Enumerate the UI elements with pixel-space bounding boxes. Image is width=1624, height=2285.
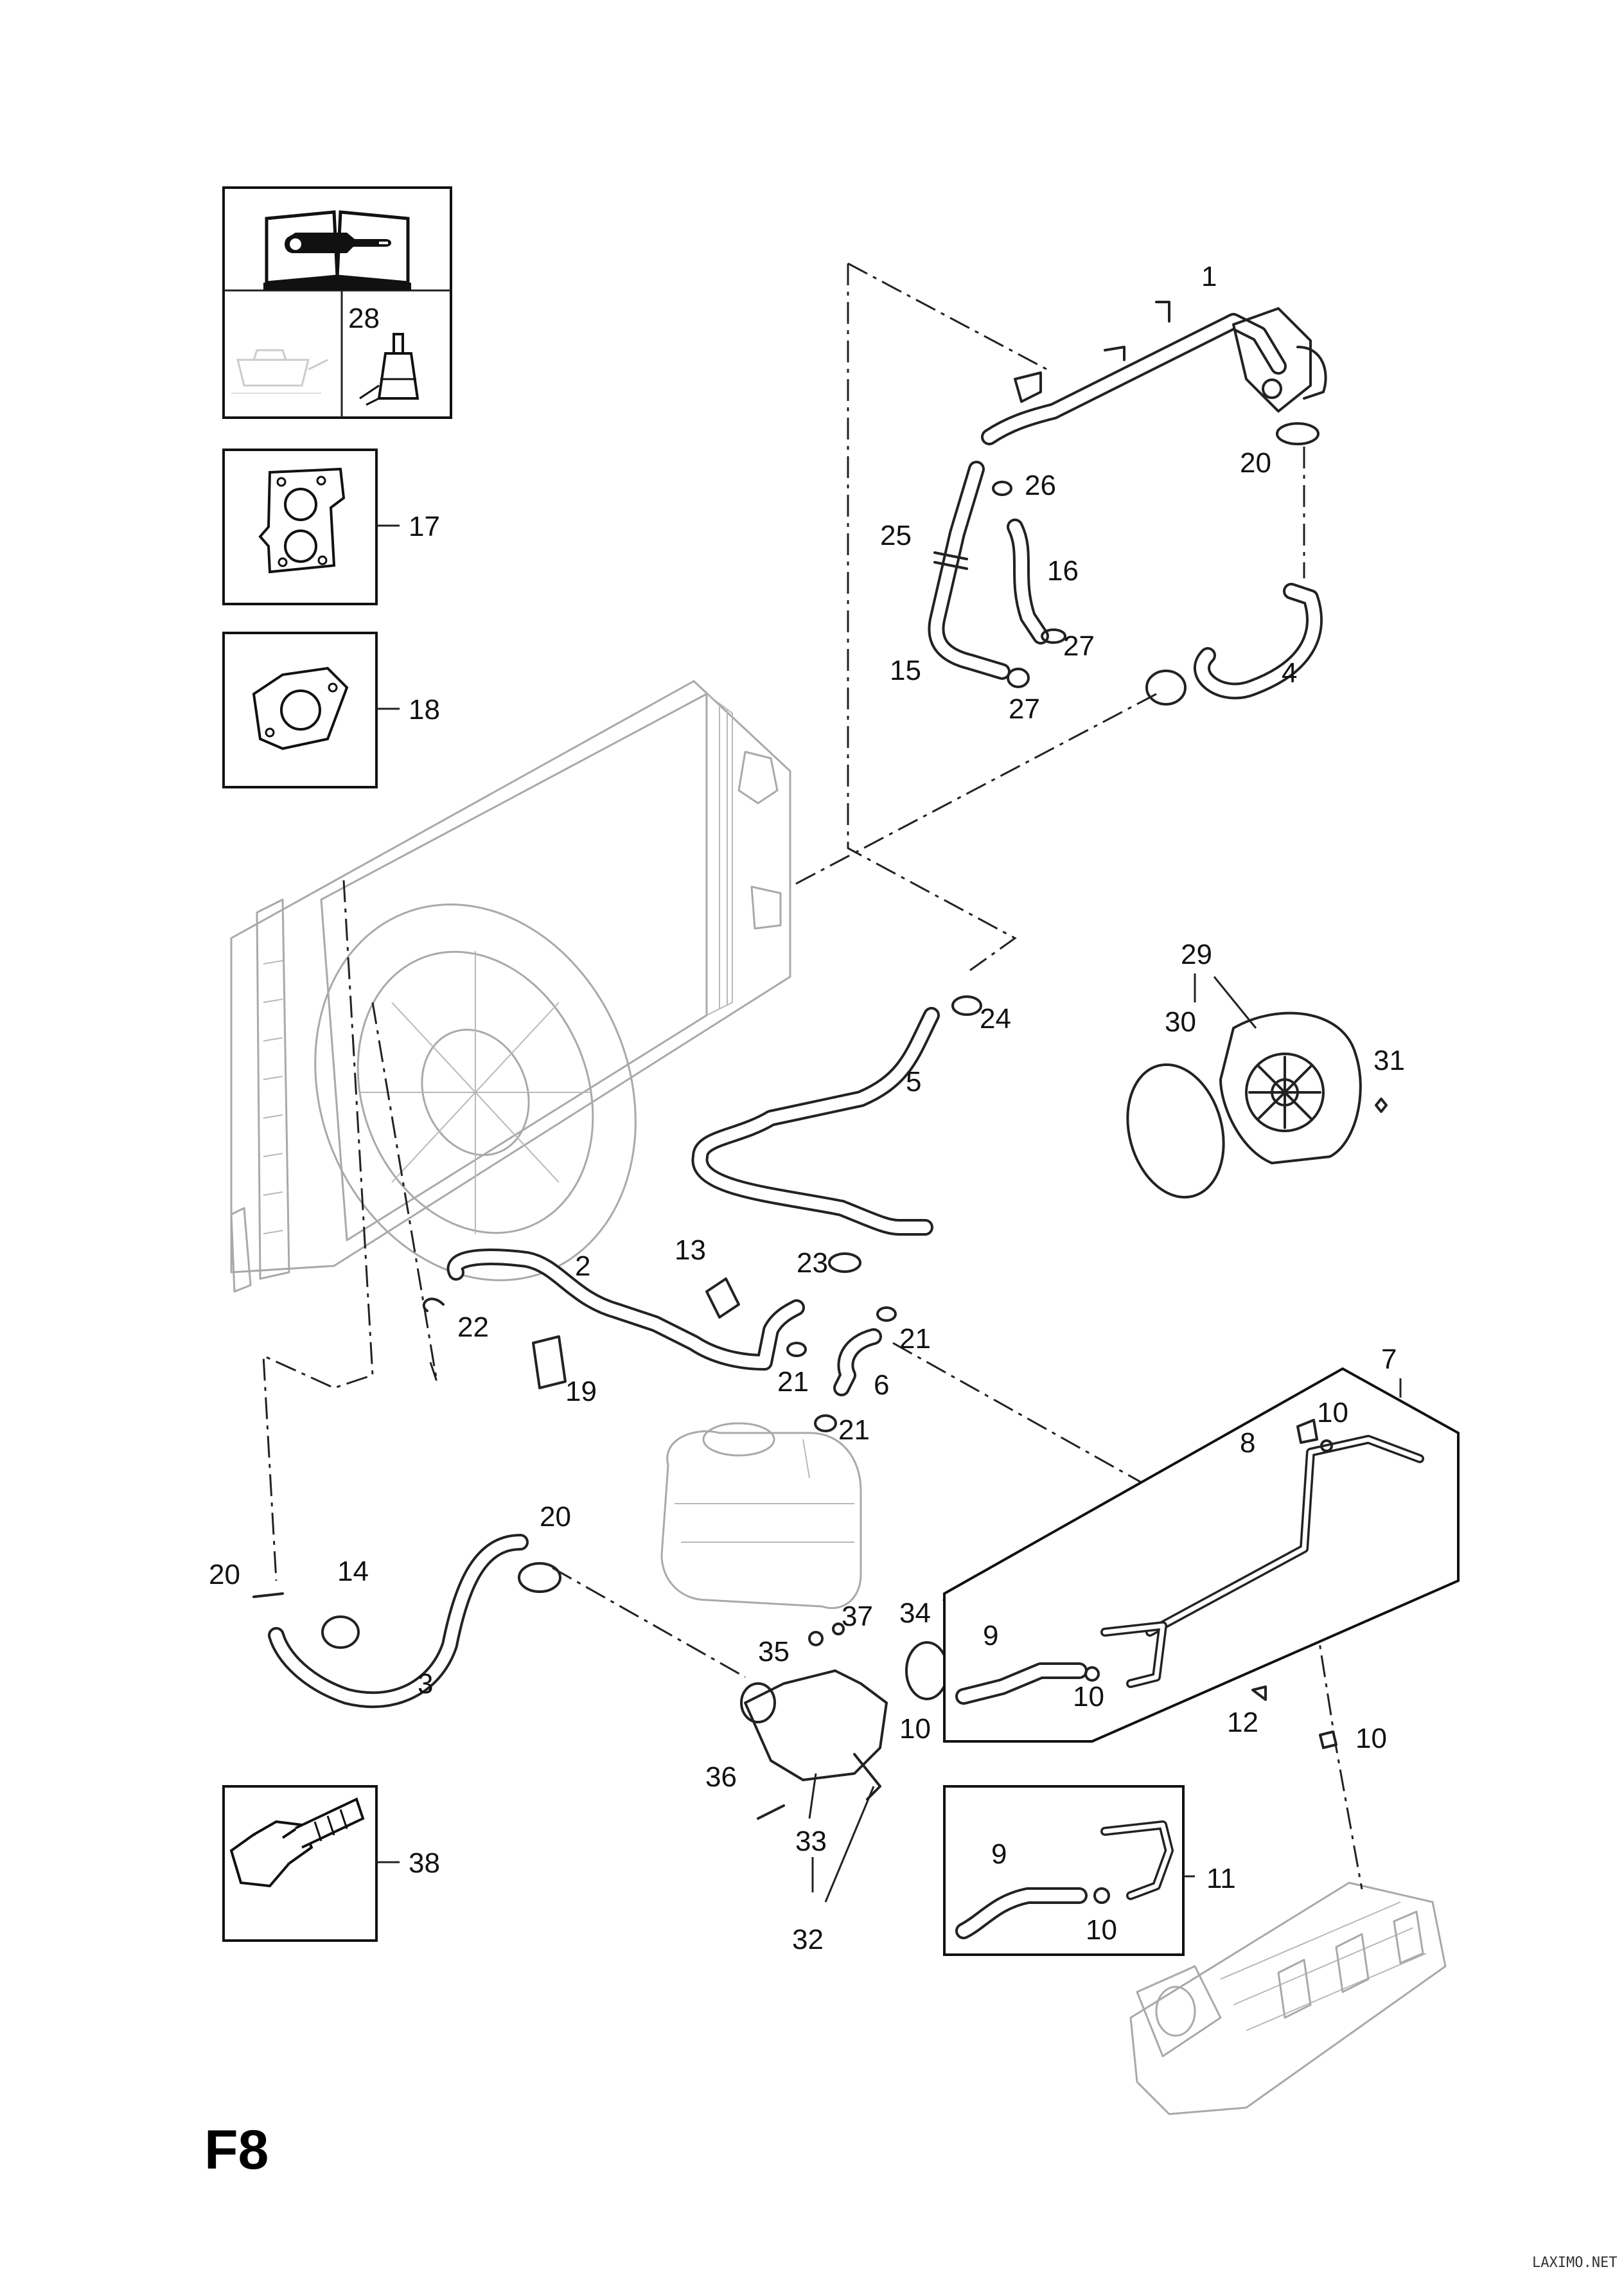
hose-2 bbox=[446, 1249, 805, 1371]
coolant-expansion-tank bbox=[660, 1422, 862, 1610]
callout-3: 3 bbox=[418, 1668, 433, 1700]
thermostat-housing bbox=[740, 1623, 949, 1903]
reference-box-gasket-18: 18 bbox=[222, 632, 440, 788]
water-pump bbox=[1126, 974, 1388, 1199]
callout-38: 38 bbox=[409, 1847, 440, 1879]
group-box-11 bbox=[943, 1785, 1195, 1956]
callout-10: 10 bbox=[1317, 1397, 1348, 1428]
callout-6: 6 bbox=[874, 1369, 889, 1401]
hose-25-15 bbox=[928, 461, 1011, 680]
hose-6 bbox=[833, 1328, 882, 1396]
oil-can-icon bbox=[231, 349, 328, 394]
callout-18: 18 bbox=[409, 694, 440, 725]
callout-1: 1 bbox=[1201, 261, 1217, 292]
callout-4: 4 bbox=[1282, 657, 1297, 689]
sealant-tube-icon bbox=[359, 333, 419, 406]
clamps-26-27 bbox=[992, 481, 1066, 688]
hose-16 bbox=[1007, 519, 1049, 645]
callout-10: 10 bbox=[1073, 1681, 1104, 1712]
callout-21: 21 bbox=[899, 1323, 931, 1355]
callout-7: 7 bbox=[1381, 1344, 1397, 1375]
callout-28: 28 bbox=[348, 303, 380, 334]
hose-5 bbox=[691, 995, 982, 1236]
callout-5: 5 bbox=[906, 1066, 921, 1098]
callout-10: 10 bbox=[1355, 1723, 1387, 1754]
callout-31: 31 bbox=[1373, 1045, 1405, 1076]
intake-manifold bbox=[1129, 1881, 1447, 2115]
callout-17: 17 bbox=[409, 511, 440, 542]
pipe-1-coolant-pipe bbox=[981, 301, 1327, 445]
callout-34: 34 bbox=[899, 1597, 931, 1629]
callout-11: 11 bbox=[1206, 1863, 1236, 1894]
callout-10: 10 bbox=[1086, 1914, 1117, 1946]
callout-16: 16 bbox=[1047, 555, 1079, 587]
callout-20: 20 bbox=[540, 1501, 571, 1533]
reference-box-service-manual: 28 bbox=[222, 186, 452, 419]
callout-35: 35 bbox=[758, 1636, 790, 1667]
gasket-icon bbox=[252, 666, 349, 751]
reference-box-gasket-17: 17 bbox=[222, 449, 440, 605]
gasket-icon bbox=[258, 467, 346, 574]
callout-19: 19 bbox=[565, 1376, 597, 1407]
callout-36: 36 bbox=[705, 1761, 737, 1793]
callout-29: 29 bbox=[1181, 939, 1212, 970]
callout-27: 27 bbox=[1009, 693, 1040, 725]
callout-32: 32 bbox=[792, 1924, 824, 1955]
callout-23: 23 bbox=[797, 1247, 828, 1279]
flange-bolt-icon bbox=[229, 1797, 365, 1888]
callout-37: 37 bbox=[842, 1601, 873, 1632]
callout-20: 20 bbox=[1240, 447, 1271, 479]
callout-8: 8 bbox=[1240, 1427, 1255, 1459]
group-box-7 bbox=[943, 1367, 1460, 1749]
reference-box-bolt-38: 38 bbox=[222, 1785, 440, 1942]
callout-21: 21 bbox=[777, 1366, 809, 1398]
watermark: LAXIMO.NET bbox=[1532, 2255, 1617, 2271]
callout-2: 2 bbox=[575, 1250, 590, 1282]
callout-13: 13 bbox=[675, 1234, 706, 1266]
callout-30: 30 bbox=[1165, 1006, 1196, 1038]
callout-9: 9 bbox=[983, 1620, 998, 1651]
callout-labels: 1 20 26 25 16 27 15 27 4 29 30 31 24 5 1… bbox=[209, 261, 1405, 1955]
callout-27: 27 bbox=[1063, 630, 1095, 662]
callout-15: 15 bbox=[890, 655, 921, 686]
hose-4 bbox=[1145, 422, 1323, 706]
clips-13-19-22 bbox=[422, 1252, 897, 1432]
callout-25: 25 bbox=[880, 520, 912, 551]
service-manual-icon bbox=[263, 210, 411, 290]
callout-20: 20 bbox=[209, 1559, 240, 1590]
callout-33: 33 bbox=[795, 1826, 827, 1857]
callout-9: 9 bbox=[991, 1838, 1007, 1870]
callout-14: 14 bbox=[337, 1556, 369, 1587]
callout-21: 21 bbox=[838, 1414, 870, 1446]
callout-12: 12 bbox=[1227, 1707, 1258, 1738]
callout-24: 24 bbox=[980, 1003, 1011, 1035]
hose-3 bbox=[252, 1534, 561, 1709]
callout-10: 10 bbox=[899, 1713, 931, 1745]
page-code: F8 bbox=[204, 2119, 269, 2181]
callout-26: 26 bbox=[1025, 470, 1056, 501]
callout-22: 22 bbox=[457, 1311, 489, 1343]
